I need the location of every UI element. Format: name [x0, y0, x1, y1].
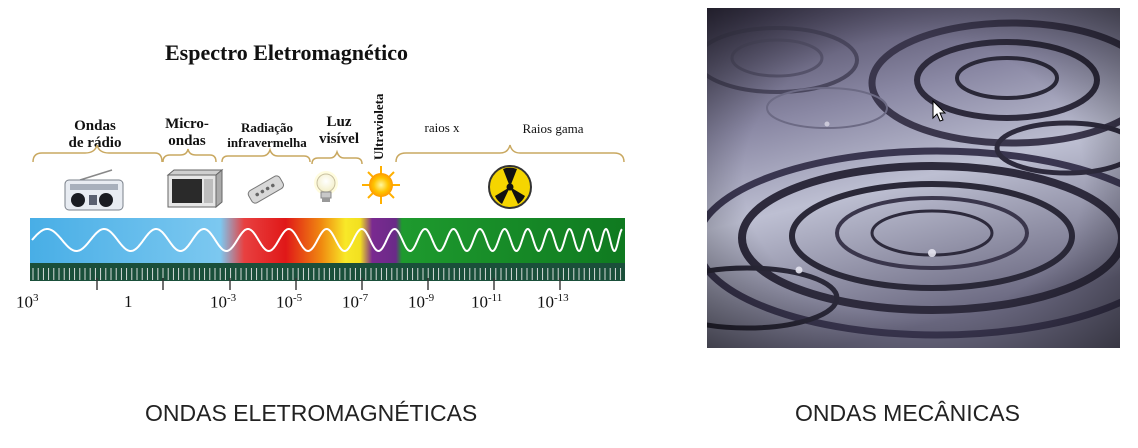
band-label-radio-line2: de rádio: [68, 135, 122, 151]
radio-icon: [64, 169, 124, 211]
radiation-symbol-icon: [488, 165, 532, 209]
axis-tick-label: 103: [16, 292, 39, 312]
band-label-radio-line1: Ondas: [74, 118, 116, 134]
spectrum-scale-bar: [30, 263, 625, 281]
caption-electromagnetic-waves: ONDAS ELETROMAGNÉTICAS: [145, 400, 478, 426]
band-label-gamma: Raios gama: [522, 121, 584, 136]
mouse-cursor-icon: [932, 99, 947, 122]
spectrum-graphic: [30, 144, 625, 290]
spectrum-wave: [31, 227, 623, 253]
light-bulb-icon: [314, 171, 338, 202]
axis-tick-label: 10-11: [471, 292, 503, 312]
band-label-visible-line2: visível: [319, 131, 359, 147]
caption-mechanical-waves: ONDAS MECÂNICAS: [795, 400, 1020, 426]
band-label-microwave-line1: Micro-: [165, 116, 209, 132]
band-label-visible-line1: Luz: [326, 114, 352, 130]
band-label-infrared-line1: Radiação: [241, 120, 293, 135]
band-brackets: [32, 144, 625, 165]
band-label-xray: raios x: [424, 120, 460, 135]
ripples-on-water-photo: [707, 8, 1120, 348]
spectrum-color-bar: [30, 218, 625, 263]
band-label-visible: Luz visível: [312, 114, 366, 148]
band-label-microwave: Micro- ondas: [156, 116, 218, 150]
sun-icon: [362, 166, 400, 204]
scale-major-ticks: [96, 278, 561, 290]
microwave-icon: [166, 168, 224, 209]
band-label-radio: Ondas de rádio: [55, 118, 135, 152]
spectrum-title: Espectro Eletromagnético: [165, 40, 408, 65]
band-label-microwave-line2: ondas: [168, 133, 206, 149]
axis-tick-label: 10-13: [537, 292, 569, 312]
axis-tick-label: 10-5: [276, 292, 303, 312]
scale-minor-ticks: [32, 268, 622, 280]
axis-tick-label: 1: [124, 292, 133, 311]
band-label-infrared-line2: infravermelha: [227, 135, 307, 150]
axis-tick-label: 10-3: [210, 292, 237, 312]
axis-tick-label: 10-9: [408, 292, 435, 312]
band-label-infrared: Radiação infravermelha: [222, 120, 312, 150]
remote-control-icon: [247, 175, 284, 204]
axis-tick-label: 10-7: [342, 292, 369, 312]
